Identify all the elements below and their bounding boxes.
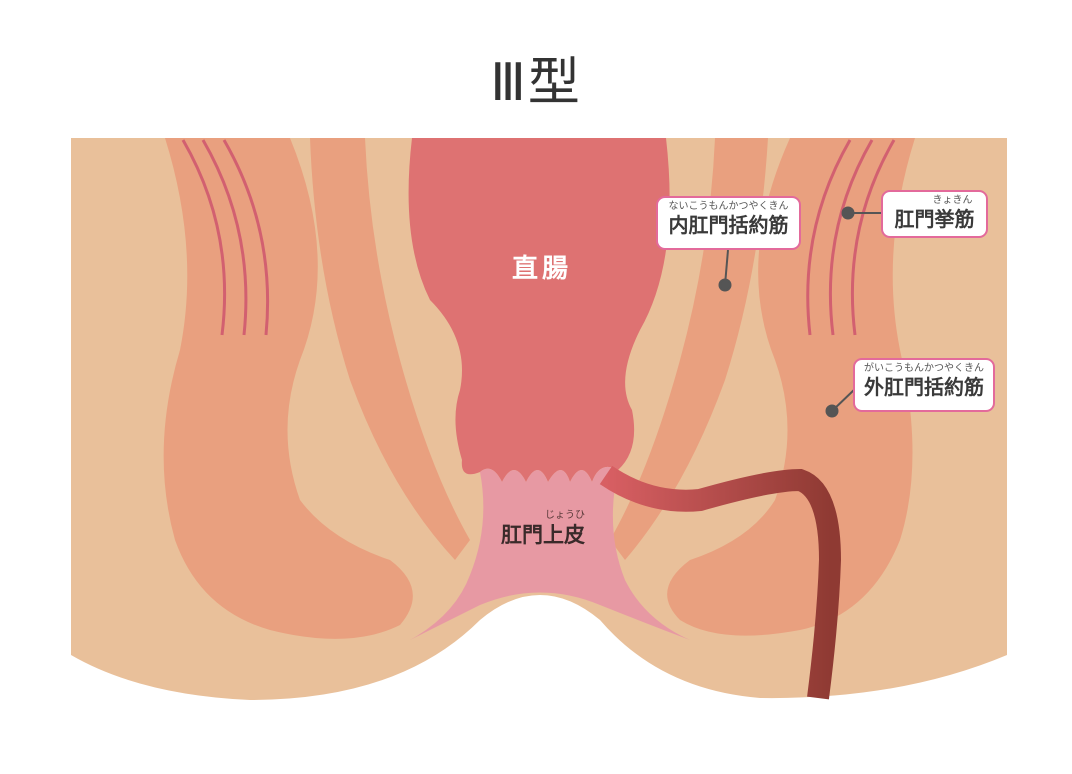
external-sphincter-label: がいこうもんかつやくきん 外肛門括約筋 — [853, 358, 995, 412]
levator-ani-ruby: きょきん — [932, 195, 973, 206]
internal-sphincter-ruby: ないこうもんかつやくきん — [668, 201, 789, 212]
right-levator-lines — [806, 139, 896, 336]
anoderm-text: 肛門上皮 — [501, 523, 585, 547]
internal-sphincter-text: 内肛門括約筋 — [668, 213, 789, 237]
left-external-sphincter — [163, 138, 413, 639]
external-sphincter-ruby: がいこうもんかつやくきん — [864, 363, 984, 374]
pointer-lines — [718, 206, 883, 418]
levator-ani-text: 肛門挙筋 — [894, 207, 975, 231]
anoderm-ruby: じょうひ — [545, 510, 585, 521]
rectum-label: 直腸 — [511, 254, 572, 284]
anoderm-label: じょうひ 肛門上皮 — [488, 510, 598, 548]
left-internal-sphincter — [310, 138, 470, 560]
external-sphincter-text: 外肛門括約筋 — [864, 375, 984, 399]
anoderm — [410, 466, 690, 640]
external-sphincter-marker — [825, 404, 839, 418]
internal-sphincter-marker — [718, 278, 732, 292]
rectum — [408, 138, 670, 482]
levator-ani-label: きょきん 肛門挙筋 — [881, 190, 988, 238]
fistula-tract — [599, 465, 842, 700]
internal-sphincter-label: ないこうもんかつやくきん 内肛門括約筋 — [656, 196, 801, 250]
levator-ani-marker — [841, 206, 855, 220]
page-title: Ⅲ型 — [490, 53, 582, 113]
left-levator-lines — [181, 139, 270, 336]
